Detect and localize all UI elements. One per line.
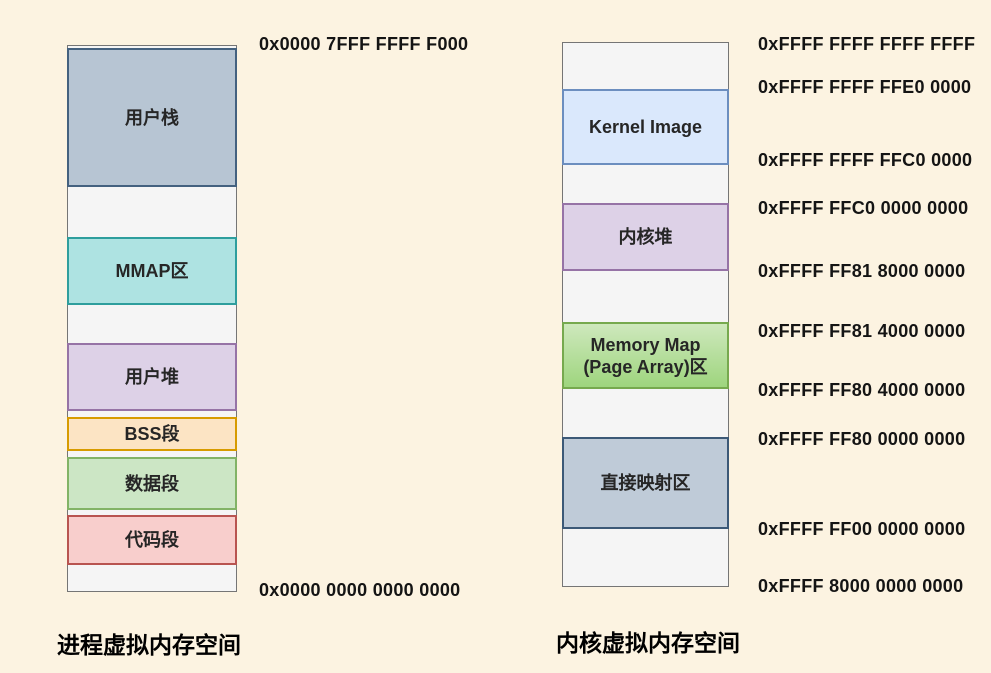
address-kernel-8: 0xFFFF FF00 0000 0000	[758, 519, 966, 539]
block-user-heap: 用户堆	[67, 343, 237, 411]
process-memory-column: 用户栈 MMAP区 用户堆 BSS段 数据段 代码段	[67, 45, 237, 592]
block-direct-map: 直接映射区	[562, 437, 729, 529]
block-kernel-image: Kernel Image	[562, 89, 729, 165]
block-kernel-image-label: Kernel Image	[588, 117, 703, 137]
address-process-bottom: 0x0000 0000 0000 0000	[259, 580, 461, 600]
block-code-segment: 代码段	[67, 515, 237, 565]
kernel-memory-column: Kernel Image 内核堆 Memory Map (Page Array)…	[562, 42, 729, 587]
block-mmap-area: MMAP区	[67, 237, 237, 305]
block-kernel-heap-label: 内核堆	[618, 227, 673, 247]
block-bss-segment-label: BSS段	[124, 424, 180, 444]
address-kernel-5: 0xFFFF FF81 4000 0000	[758, 321, 966, 341]
address-kernel-7: 0xFFFF FF80 0000 0000	[758, 429, 966, 449]
block-user-stack: 用户栈	[67, 48, 237, 187]
block-memory-map-label-line2: (Page Array)区	[583, 356, 708, 377]
block-data-segment-label: 数据段	[125, 473, 179, 494]
block-data-segment: 数据段	[67, 457, 237, 510]
block-memory-map: Memory Map (Page Array)区	[562, 322, 729, 389]
process-column-caption: 进程虚拟内存空间	[57, 632, 241, 658]
block-bss-segment: BSS段	[67, 417, 237, 451]
address-kernel-9: 0xFFFF 8000 0000 0000	[758, 576, 964, 596]
address-kernel-1: 0xFFFF FFFF FFE0 0000	[758, 77, 972, 97]
block-code-segment-label: 代码段	[125, 530, 179, 550]
block-mmap-area-label: MMAP区	[115, 261, 189, 281]
block-user-stack-label: 用户栈	[125, 107, 179, 128]
block-memory-map-label-line1: Memory Map	[590, 334, 701, 355]
block-kernel-heap: 内核堆	[562, 203, 729, 271]
address-kernel-6: 0xFFFF FF80 4000 0000	[758, 380, 966, 400]
block-user-heap-label: 用户堆	[125, 367, 179, 387]
address-kernel-3: 0xFFFF FFC0 0000 0000	[758, 198, 969, 218]
address-process-top: 0x0000 7FFF FFFF F000	[259, 34, 469, 54]
kernel-column-caption: 内核虚拟内存空间	[556, 630, 740, 656]
address-kernel-4: 0xFFFF FF81 8000 0000	[758, 261, 966, 281]
address-kernel-0: 0xFFFF FFFF FFFF FFFF	[758, 34, 976, 54]
address-kernel-2: 0xFFFF FFFF FFC0 0000	[758, 150, 973, 170]
block-direct-map-label: 直接映射区	[600, 473, 691, 493]
